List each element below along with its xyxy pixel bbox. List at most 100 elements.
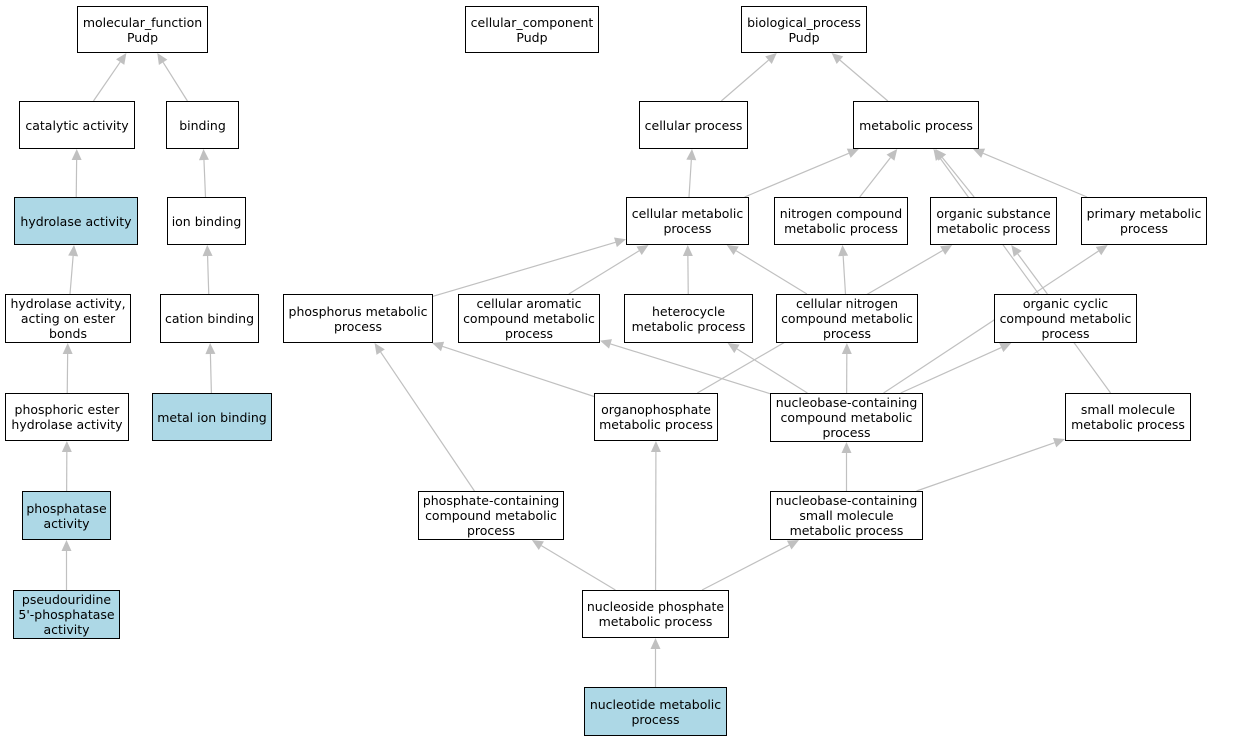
edge-catb-to-ionb <box>206 255 210 295</box>
node-label: hydrolase activity, acting on ester bond… <box>10 296 126 341</box>
node-label: biological_process Pudp <box>747 14 861 45</box>
arrowhead-opmp-to-phmp <box>432 341 445 352</box>
arrowhead-nbcsmmp-to-nbccmp <box>841 442 852 453</box>
node-label: phosphatase activity <box>26 500 107 531</box>
node-label: nucleobase-containing compound metabolic… <box>775 395 918 440</box>
node-cation-binding[interactable]: cation binding <box>160 294 259 343</box>
arrowhead-ncmp-to-mp <box>886 149 898 161</box>
arrowhead-metb-to-catb <box>205 343 216 355</box>
edge-cacmp-to-cmp <box>568 250 640 295</box>
edge-cmp-to-cp <box>688 159 692 198</box>
node-label: nucleobase-containing small molecule met… <box>775 493 918 538</box>
node-biological-process[interactable]: biological_process Pudp <box>741 6 867 53</box>
node-label: phosphate-containing compound metabolic … <box>422 493 560 538</box>
edge-cncmp-to-cmp <box>735 250 808 295</box>
edge-nphmp-to-pccmp <box>541 545 616 591</box>
arrowhead-nbccmp-to-hmp <box>727 343 740 354</box>
node-label: organic substance metabolic process <box>936 206 1051 236</box>
node-label: organic cyclic compound metabolic proces… <box>999 296 1132 341</box>
node-phosphorus-metabolic-process[interactable]: phosphorus metabolic process <box>283 294 433 343</box>
node-metal-ion-binding[interactable]: metal ion binding <box>152 393 272 441</box>
node-phosphate-containing-compound-metabolic-process[interactable]: phosphate-containing compound metabolic … <box>418 491 564 540</box>
node-nucleobase-containing-small-molecule-metabolic-process[interactable]: nucleobase-containing small molecule met… <box>770 491 923 540</box>
node-nitrogen-compound-metabolic-process[interactable]: nitrogen compound metabolic process <box>774 197 908 245</box>
arrowhead-phest-to-hydest <box>62 343 73 355</box>
edge-cncmp-to-ncmp <box>842 255 847 295</box>
node-nucleoside-phosphate-metabolic-process[interactable]: nucleoside phosphate metabolic process <box>582 590 729 638</box>
edge-mp-to-bp <box>839 59 889 102</box>
node-label: binding <box>179 117 226 133</box>
node-nucleotide-metabolic-process[interactable]: nucleotide metabolic process <box>584 687 727 736</box>
edge-pmp-to-mp <box>982 152 1088 198</box>
edge-pccmp-to-phmp <box>380 351 475 492</box>
edge-cp-to-bp <box>720 59 769 102</box>
edge-occmp-to-osmp <box>1017 253 1048 295</box>
node-pseudouridine-5-phosphatase-activity[interactable]: pseudouridine 5'-phosphatase activity <box>13 590 120 639</box>
node-label: hydrolase activity <box>20 213 132 229</box>
arrowhead-cacmp-to-cmp <box>636 245 649 256</box>
edge-osmp-to-mp <box>941 157 975 198</box>
arrowhead-ionb-to-bind <box>198 149 209 161</box>
arrowhead-nbcsmmp-to-smmp <box>1052 437 1065 448</box>
node-cellular-nitrogen-compound-metabolic-process[interactable]: cellular nitrogen compound metabolic pro… <box>776 294 918 343</box>
edge-nbccmp-to-pmp <box>883 250 1099 394</box>
arrowhead-cmp-to-mp <box>846 148 859 158</box>
node-cellular-aromatic-compound-metabolic-process[interactable]: cellular aromatic compound metabolic pro… <box>458 294 600 343</box>
node-hydrolase-activity-ester-bonds[interactable]: hydrolase activity, acting on ester bond… <box>5 294 131 343</box>
arrowhead-catb-to-ionb <box>202 245 213 257</box>
edge-nbcsmmp-to-smmp <box>916 442 1055 492</box>
node-phosphatase-activity[interactable]: phosphatase activity <box>22 491 111 540</box>
edge-metb-to-catb <box>209 353 212 394</box>
node-cellular-metabolic-process[interactable]: cellular metabolic process <box>626 197 749 245</box>
node-hydrolase-activity[interactable]: hydrolase activity <box>14 197 138 245</box>
arrowhead-pccmp-to-phmp <box>374 343 385 355</box>
node-ion-binding[interactable]: ion binding <box>167 197 246 245</box>
arrowhead-cat-to-mf <box>116 53 127 65</box>
edge-nbccmp-to-cacmp <box>610 343 771 395</box>
node-label: metabolic process <box>859 117 973 133</box>
arrowhead-pseudo-to-phos <box>61 540 72 551</box>
arrowhead-cmp-to-cp <box>686 149 697 161</box>
edge-ionb-to-bind <box>203 159 207 198</box>
node-label: nitrogen compound metabolic process <box>779 206 903 236</box>
edge-phmp-to-cmp <box>432 241 616 297</box>
node-cellular-component[interactable]: cellular_component Pudp <box>465 6 599 53</box>
arrowhead-hyd-to-cat <box>71 149 82 161</box>
node-label: pseudouridine 5'-phosphatase activity <box>18 592 115 637</box>
node-organic-cyclic-compound-metabolic-process[interactable]: organic cyclic compound metabolic proces… <box>994 294 1137 343</box>
arrowhead-phos-to-phest <box>61 441 72 453</box>
node-organophosphate-metabolic-process[interactable]: organophosphate metabolic process <box>594 393 718 441</box>
edge-ncmp-to-mp <box>859 157 891 198</box>
node-binding[interactable]: binding <box>166 101 239 149</box>
node-label: cellular_component Pudp <box>470 14 594 45</box>
node-label: molecular_function Pudp <box>82 14 203 45</box>
node-nucleobase-containing-compound-metabolic-process[interactable]: nucleobase-containing compound metabolic… <box>770 393 923 442</box>
arrowhead-opmp-to-osmp <box>940 245 953 255</box>
arrowhead-phmp-to-cmp <box>614 237 626 248</box>
node-primary-metabolic-process[interactable]: primary metabolic process <box>1081 197 1207 245</box>
node-phosphoric-ester-hydrolase-activity[interactable]: phosphoric ester hydrolase activity <box>5 393 129 441</box>
edge-cmp-to-mp <box>744 152 849 198</box>
node-label: small molecule metabolic process <box>1071 402 1185 432</box>
node-label: primary metabolic process <box>1086 206 1202 236</box>
node-molecular-function[interactable]: molecular_function Pudp <box>77 6 208 53</box>
node-organic-substance-metabolic-process[interactable]: organic substance metabolic process <box>930 197 1057 245</box>
node-label: heterocycle metabolic process <box>631 303 746 334</box>
node-heterocycle-metabolic-process[interactable]: heterocycle metabolic process <box>624 294 753 343</box>
node-metabolic-process[interactable]: metabolic process <box>853 101 979 149</box>
node-label: nucleoside phosphate metabolic process <box>586 599 725 629</box>
arrowhead-cncmp-to-ncmp <box>838 245 849 257</box>
node-small-molecule-metabolic-process[interactable]: small molecule metabolic process <box>1065 393 1191 441</box>
node-label: metal ion binding <box>157 409 267 425</box>
arrowhead-nbccmp-to-pmp <box>1095 245 1108 256</box>
node-label: catalytic activity <box>25 117 129 133</box>
node-cellular-process[interactable]: cellular process <box>639 101 748 149</box>
node-label: phosphorus metabolic process <box>288 303 428 334</box>
edge-bind-to-mf <box>162 61 188 102</box>
node-catalytic-activity[interactable]: catalytic activity <box>19 101 135 149</box>
edge-nphmp-to-nbcsmmp <box>701 544 790 591</box>
node-label: cellular metabolic process <box>631 206 744 236</box>
arrowhead-cncmp-to-cmp <box>726 245 739 256</box>
